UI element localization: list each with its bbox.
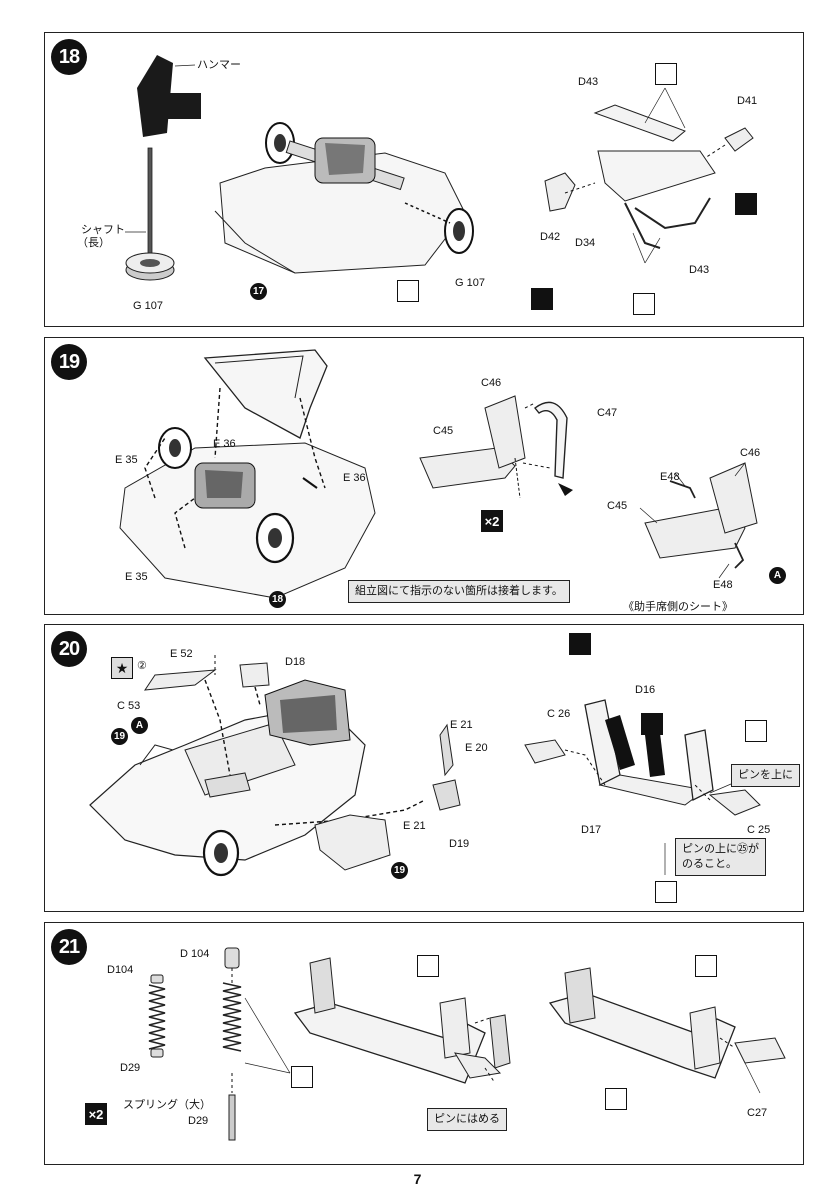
label-d42: D42 [540,231,561,243]
label-e52: E 52 [170,648,193,660]
x2-icon: ×2 [85,1103,107,1125]
x2-icon: ×2 [481,510,503,532]
label-e35-bottom: E 35 [125,571,148,583]
cement-tube-icon [655,881,677,903]
label-e48-top: E48 [660,471,680,483]
label-c46-right: C46 [740,447,761,459]
paint-marker-icon [569,633,591,655]
cement-tube-icon [397,280,419,302]
paint-marker-icon [641,713,663,735]
cement-tube-icon [633,293,655,315]
label-d16: D16 [635,684,656,696]
label-d34: D34 [575,237,596,249]
label-e36-top: E 36 [213,438,236,450]
label-e48-bottom: E48 [713,579,733,591]
pin-fit-note: ピンにはめる [427,1108,507,1131]
label-c53: C 53 [117,700,141,712]
cement-tube-icon [291,1066,313,1088]
ref-step-17: 17 [250,283,267,300]
label-d41: D41 [737,95,758,107]
step-20-panel: 20 ★ ② E 52 D18 C 53 19 A [44,624,804,912]
label-e21-top: E 21 [450,719,473,731]
chassis-and-seat-illustration [119,349,758,599]
label-d19: D19 [449,838,470,850]
label-d104-b: D 104 [180,948,210,960]
cement-tube-icon [417,955,439,977]
step-21-panel: 21 D104 D 104 D29 [44,922,804,1165]
label-c25: C 25 [747,824,771,836]
label-e36-right: E 36 [343,472,366,484]
label-c46-top: C46 [481,377,502,389]
label-d29-a: D29 [120,1062,141,1074]
star-icon: ★ [111,657,133,679]
step-number-20: 20 [51,631,87,667]
ref-step-19-b: 19 [391,862,408,879]
label-d18: D18 [285,656,306,668]
label-d43-top: D43 [578,76,599,88]
marker-a: A [769,567,786,584]
pin-seat-note: ピンの上に㉕が のること。 [675,838,766,876]
step-19-panel: 19 E 36 E 35 E 36 [44,337,804,615]
cement-tube-icon [695,955,717,977]
pin-seat-note-line1: ピンの上に㉕が [682,843,759,855]
assembly-note: 組立図にて指示のない箇所は接着します。 [348,580,570,603]
marker-a: A [131,717,148,734]
label-c26: C 26 [547,708,571,720]
hammer-and-shaft-illustration [125,55,754,281]
label-d29-b: D29 [188,1115,209,1127]
label-star-number: ② [137,660,147,672]
label-d104-a: D104 [107,964,134,976]
label-shaft-long: （長） [77,237,110,249]
paint-marker-icon [735,193,757,215]
label-shaft: シャフト [81,224,125,236]
label-e35-left: E 35 [115,454,138,466]
passenger-seat-caption: 《助手席側のシート》 [623,601,733,613]
label-e21-bottom: E 21 [403,820,426,832]
suspension-illustration [148,947,786,1141]
page-number: 7 [413,1171,422,1187]
label-hammer: ハンマー [197,59,241,71]
label-d43-bottom: D43 [689,264,710,276]
paint-marker-icon [531,288,553,310]
label-spring-large: スプリング（大） [123,1099,211,1111]
label-g107-left: G 107 [133,300,163,312]
label-g107-right: G 107 [455,277,485,289]
label-c47: C47 [597,407,618,419]
cement-tube-icon [605,1088,627,1110]
step-18-panel: 18 ハンマー シャフ [44,32,804,327]
ref-step-18: 18 [269,591,286,608]
step-number-21: 21 [51,929,87,965]
cement-tube-icon [745,720,767,742]
pin-seat-note-line2: のること。 [682,857,737,870]
body-interior-illustration [89,655,761,877]
ref-step-19-a: 19 [111,728,128,745]
label-e20: E 20 [465,742,488,754]
step-number-19: 19 [51,344,87,380]
pin-up-note: ピンを上に [731,764,800,787]
label-c45-right: C45 [607,500,628,512]
step-number-18: 18 [51,39,87,75]
cement-tube-icon [655,63,677,85]
label-c27: C27 [747,1107,768,1119]
label-d17: D17 [581,824,602,836]
label-c45-top: C45 [433,425,454,437]
